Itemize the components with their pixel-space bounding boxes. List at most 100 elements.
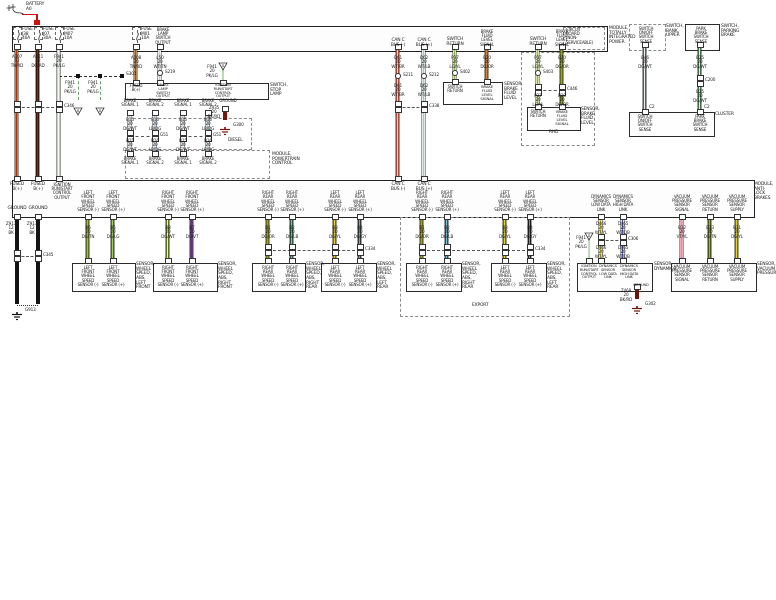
wire-label: D465 20 WT/DB xyxy=(616,221,630,235)
battery-icon xyxy=(6,2,26,21)
wire-label: B20 20 DG/OR xyxy=(555,55,569,69)
box-label: RIGHT REAR WHEEL SPEED SENSOR (-) xyxy=(411,190,433,213)
box-label: BRAKE SIGNAL 2 xyxy=(146,156,164,166)
box-label: BRAKE SIGNAL 2 xyxy=(199,156,217,166)
wire xyxy=(642,47,647,110)
connector-pin xyxy=(420,101,428,107)
pin-box xyxy=(678,258,686,264)
wire-label: B3 20 DG/YL xyxy=(328,225,342,239)
splice-circle xyxy=(535,70,541,76)
pin-box xyxy=(418,258,426,264)
connector-pin xyxy=(696,75,704,81)
wire-horizontal xyxy=(22,14,37,15)
wire-label: B2 20 DG/LB xyxy=(440,225,454,239)
wire-label: B16 20 LB/DG xyxy=(201,138,215,152)
pin-box xyxy=(678,214,686,220)
pin-box xyxy=(585,258,593,264)
connector-pin xyxy=(331,244,339,250)
connector-pin xyxy=(288,250,296,256)
connector-pin xyxy=(179,130,187,136)
box-label: GROUND xyxy=(219,98,237,103)
connector-pin xyxy=(288,244,296,250)
wire xyxy=(56,49,61,177)
component-box xyxy=(521,52,595,146)
pin-box xyxy=(126,151,134,157)
ground-label: G913 xyxy=(25,307,36,312)
connector-pin xyxy=(13,107,21,113)
connector-pin xyxy=(534,90,542,96)
wire-label: B1 20 DG/OR xyxy=(261,225,275,239)
pin-box xyxy=(34,44,42,50)
box-label: VACUUM PRESSURE SENSOR SIGNAL xyxy=(672,264,692,282)
connector-pin xyxy=(619,240,627,246)
ground-label: G300 xyxy=(233,122,244,127)
wire xyxy=(535,49,540,105)
connector-pin xyxy=(34,256,42,262)
connector-dashed-line xyxy=(601,240,623,241)
label-text: CLUSTER xyxy=(715,112,734,117)
pin-box xyxy=(34,214,42,220)
label-text: SWITCH, PARKING BRAKE xyxy=(721,24,740,39)
wire-label: B3 20 DG/YL xyxy=(498,225,512,239)
wire xyxy=(223,112,227,120)
box-label: SWITCH RETURN xyxy=(529,37,547,47)
pin-box xyxy=(501,214,509,220)
pin-box xyxy=(221,106,229,112)
wire xyxy=(265,219,270,259)
component-box xyxy=(400,217,570,317)
splice-dot xyxy=(76,74,80,78)
box-label: RIGHT FRONT WHEEL SPEED SENSOR (-) xyxy=(157,190,179,213)
pin-box xyxy=(151,110,159,116)
wire-label: B1 20 DG/OR xyxy=(415,225,429,239)
connector-pin xyxy=(443,250,451,256)
component-box xyxy=(671,263,757,292)
box-label: LEFT REAR WHEEL SPEED SENSOR (+) xyxy=(518,190,542,213)
pin-box xyxy=(151,151,159,157)
connector-label: C346 xyxy=(64,103,75,108)
connector-pin xyxy=(34,107,42,113)
splice-label: S219 xyxy=(165,69,176,74)
pin-box xyxy=(288,214,296,220)
svg-text:A: A xyxy=(588,234,591,239)
wire-label: Z935 20 BK/RD xyxy=(207,105,221,119)
box-label: LEFT REAR WHEEL SPEED SENSOR (-) xyxy=(494,190,516,213)
wire-label: B5 20 DG/LG xyxy=(106,225,120,239)
wire-label: L50 20 WT/TN xyxy=(153,55,167,69)
box-label: IGNITION RUN/START CONTROL OUTPUT xyxy=(51,182,73,200)
pin-box xyxy=(331,214,339,220)
connector-pin xyxy=(534,84,542,90)
label-text: SWITCH, BANK, UPPER xyxy=(666,24,684,39)
wire xyxy=(165,219,170,259)
label-text: SENSOR, WHEEL SPEED, ABS, RIGHT REAR xyxy=(306,262,325,291)
label-text: BATTERY A0 xyxy=(26,2,45,12)
box-label: RIGHT REAR WHEEL SPEED SENSOR (+) xyxy=(435,190,459,213)
splice-circle xyxy=(452,70,458,76)
label-text: SENSOR, WHEEL SPEED, ABS, LEFT REAR xyxy=(377,262,396,291)
wire-label: D62 20 WT/LB xyxy=(417,83,431,97)
splice-label: S403 xyxy=(543,69,554,74)
fuse-icon xyxy=(12,27,22,43)
box-label: VACUUM PRESSURE SENSOR RETURN xyxy=(700,264,720,282)
pin-box xyxy=(451,44,459,50)
wire-label: B7 20 DG/VT xyxy=(185,225,199,239)
connector-dashed-line xyxy=(183,136,208,137)
component-box xyxy=(125,83,269,100)
wire xyxy=(15,220,19,304)
pin-box xyxy=(526,214,534,220)
wire-label: P37 20 LG/YL xyxy=(449,55,461,69)
wire-label: F941 20 PK/LG xyxy=(206,64,218,78)
wire xyxy=(332,219,337,259)
pin-box xyxy=(164,214,172,220)
box-label: DYNAMICS SENSOR LOW DATA LINK xyxy=(599,264,617,280)
box-label: LEFT FRONT WHEEL SPEED SENSOR (+) xyxy=(101,190,125,213)
component-box xyxy=(491,263,547,292)
label-text: SENSOR, BRAKE FLUID LEVEL xyxy=(581,107,600,126)
wire xyxy=(157,49,162,81)
label-text: SENSOR, WHEEL SPEED, ABS, LEFT FRONT xyxy=(136,262,155,291)
wire xyxy=(289,219,294,259)
box-label: LEFT REAR WHEEL SPEED SENSOR (-) xyxy=(324,190,346,213)
pin-box xyxy=(420,44,428,50)
pin-box xyxy=(420,176,428,182)
pin-box xyxy=(331,258,339,264)
